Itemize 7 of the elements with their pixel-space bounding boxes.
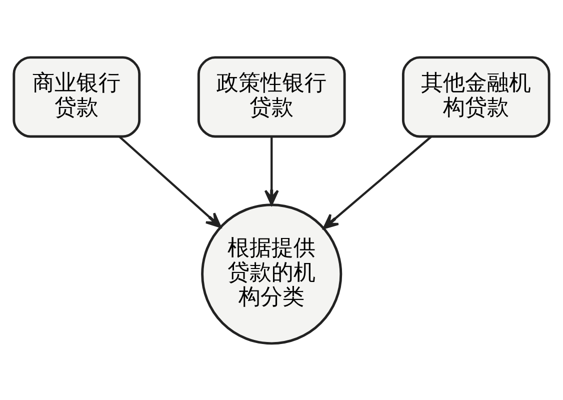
arrow [322,135,432,229]
arrow [264,136,279,205]
node-box: 其他金融机构贷款 [402,56,550,138]
arrow [118,135,222,228]
node-box: 商业银行贷款 [12,56,141,138]
node-circle: 根据提供贷款的机构分类 [201,203,342,344]
node-box: 政策性银行贷款 [197,56,346,138]
